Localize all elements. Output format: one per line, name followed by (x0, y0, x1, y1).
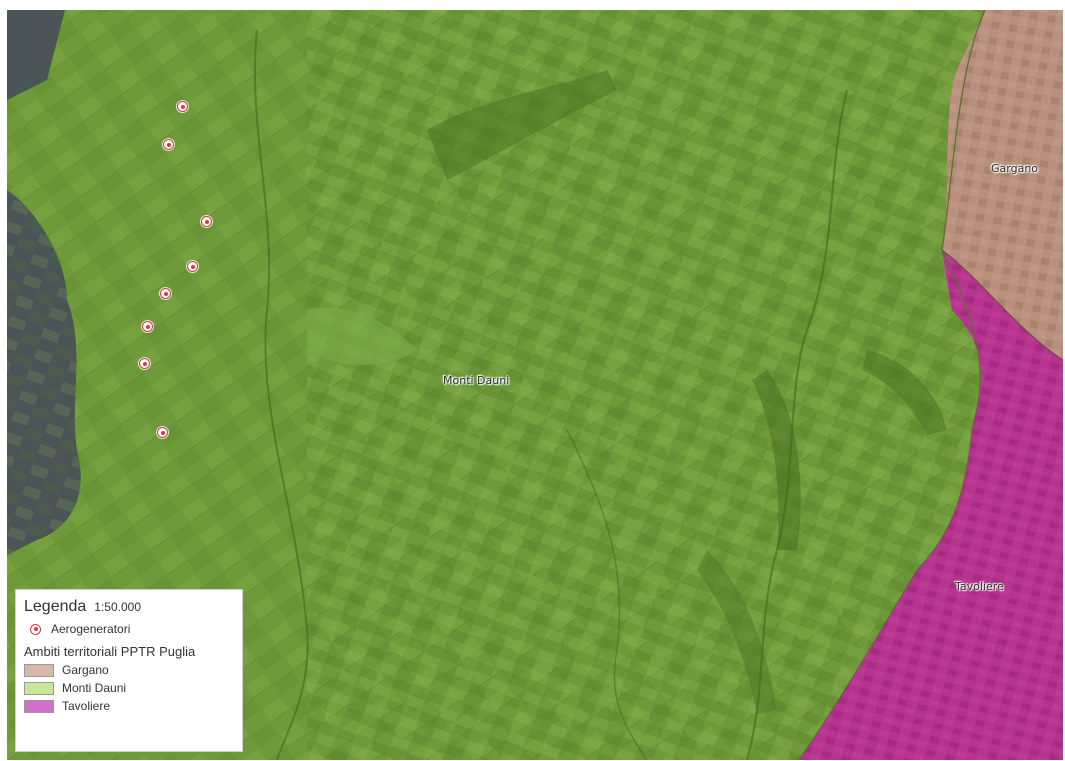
turbine-icon[interactable] (163, 139, 174, 150)
legend-group-title: Ambiti territoriali PPTR Puglia (24, 644, 196, 659)
swatch-gargano (24, 663, 54, 677)
legend-item-label: Gargano (62, 663, 109, 677)
legend-item-monti-dauni: Monti Dauni (24, 681, 234, 695)
legend-item-label: Tavoliere (62, 699, 111, 713)
turbine-icon[interactable] (177, 101, 188, 112)
turbine-icon[interactable] (142, 321, 153, 332)
map-legend: Legenda 1:50.000 Aerogeneratori Ambiti t… (15, 589, 243, 752)
legend-header: Legenda 1:50.000 (24, 598, 234, 616)
legend-turbines-label: Aerogeneratori (51, 622, 131, 636)
turbine-icon[interactable] (139, 358, 150, 369)
legend-item-tavoliere: Tavoliere (24, 699, 234, 713)
map-frame[interactable]: Gargano Monti Dauni Tavoliere (7, 10, 1063, 760)
turbine-icon[interactable] (187, 261, 198, 272)
turbine-icon (30, 623, 41, 635)
swatch-monti-dauni (24, 681, 54, 695)
legend-scale: 1:50.000 (94, 600, 142, 614)
legend-title: Legenda (24, 598, 87, 615)
turbine-icon[interactable] (201, 216, 212, 227)
legend-turbines-row: Aerogeneratori (24, 622, 234, 636)
legend-item-label: Monti Dauni (62, 681, 127, 695)
swatch-tavoliere (24, 699, 54, 713)
map-canvas[interactable] (7, 10, 1063, 760)
legend-item-gargano: Gargano (24, 663, 234, 677)
turbine-icon[interactable] (160, 288, 171, 299)
region-outside-west (7, 10, 65, 100)
turbine-icon[interactable] (157, 427, 168, 438)
